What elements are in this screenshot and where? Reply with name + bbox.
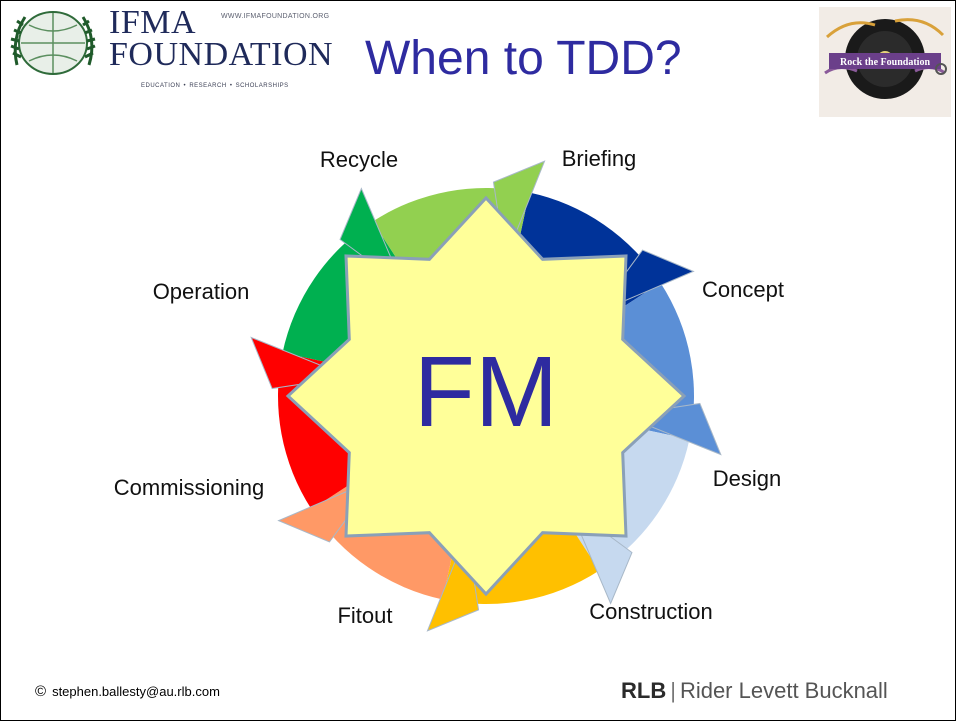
org-name: IFMA FOUNDATION [109, 4, 359, 74]
copyright-symbol: © [35, 683, 47, 700]
rock-the-foundation-logo-icon: Rock the Foundation [819, 7, 951, 117]
org-url: WWW.IFMAFOUNDATION.ORG [221, 13, 330, 20]
header: IFMA FOUNDATION WWW.IFMAFOUNDATION.ORG E… [1, 1, 955, 121]
author-email: stephen.ballesty@au.rlb.com [52, 684, 220, 699]
stage-label-construction: Construction [589, 599, 713, 624]
org-tagline: EDUCATION • RESEARCH • SCHOLARSHIPS [141, 83, 289, 89]
stage-label-briefing: Briefing [562, 146, 637, 171]
slide-title: When to TDD? [365, 32, 682, 85]
org-name-line2: FOUNDATION [109, 36, 334, 74]
stage-label-commissioning: Commissioning [114, 475, 264, 500]
stage-label-recycle: Recycle [320, 147, 398, 172]
fm-center-label: FM [414, 336, 558, 448]
stage-label-fitout: Fitout [337, 603, 392, 628]
fm-star-shape [285, 195, 687, 597]
stage-label-concept: Concept [702, 277, 784, 302]
company-separator: | [670, 678, 676, 703]
stage-label-design: Design [713, 466, 781, 491]
ifma-globe-logo-icon [10, 11, 96, 75]
partner-logo-text: Rock the Foundation [840, 57, 930, 68]
copyright: © stephen.ballesty@au.rlb.com [35, 683, 220, 700]
company-full-name: Rider Levett Bucknall [679, 678, 888, 703]
stage-label-operation: Operation [153, 279, 250, 304]
company-logo: RLB|Rider Levett Bucknall [621, 678, 888, 704]
org-name-line1: IFMA [109, 4, 197, 41]
company-short-name: RLB [621, 678, 667, 703]
